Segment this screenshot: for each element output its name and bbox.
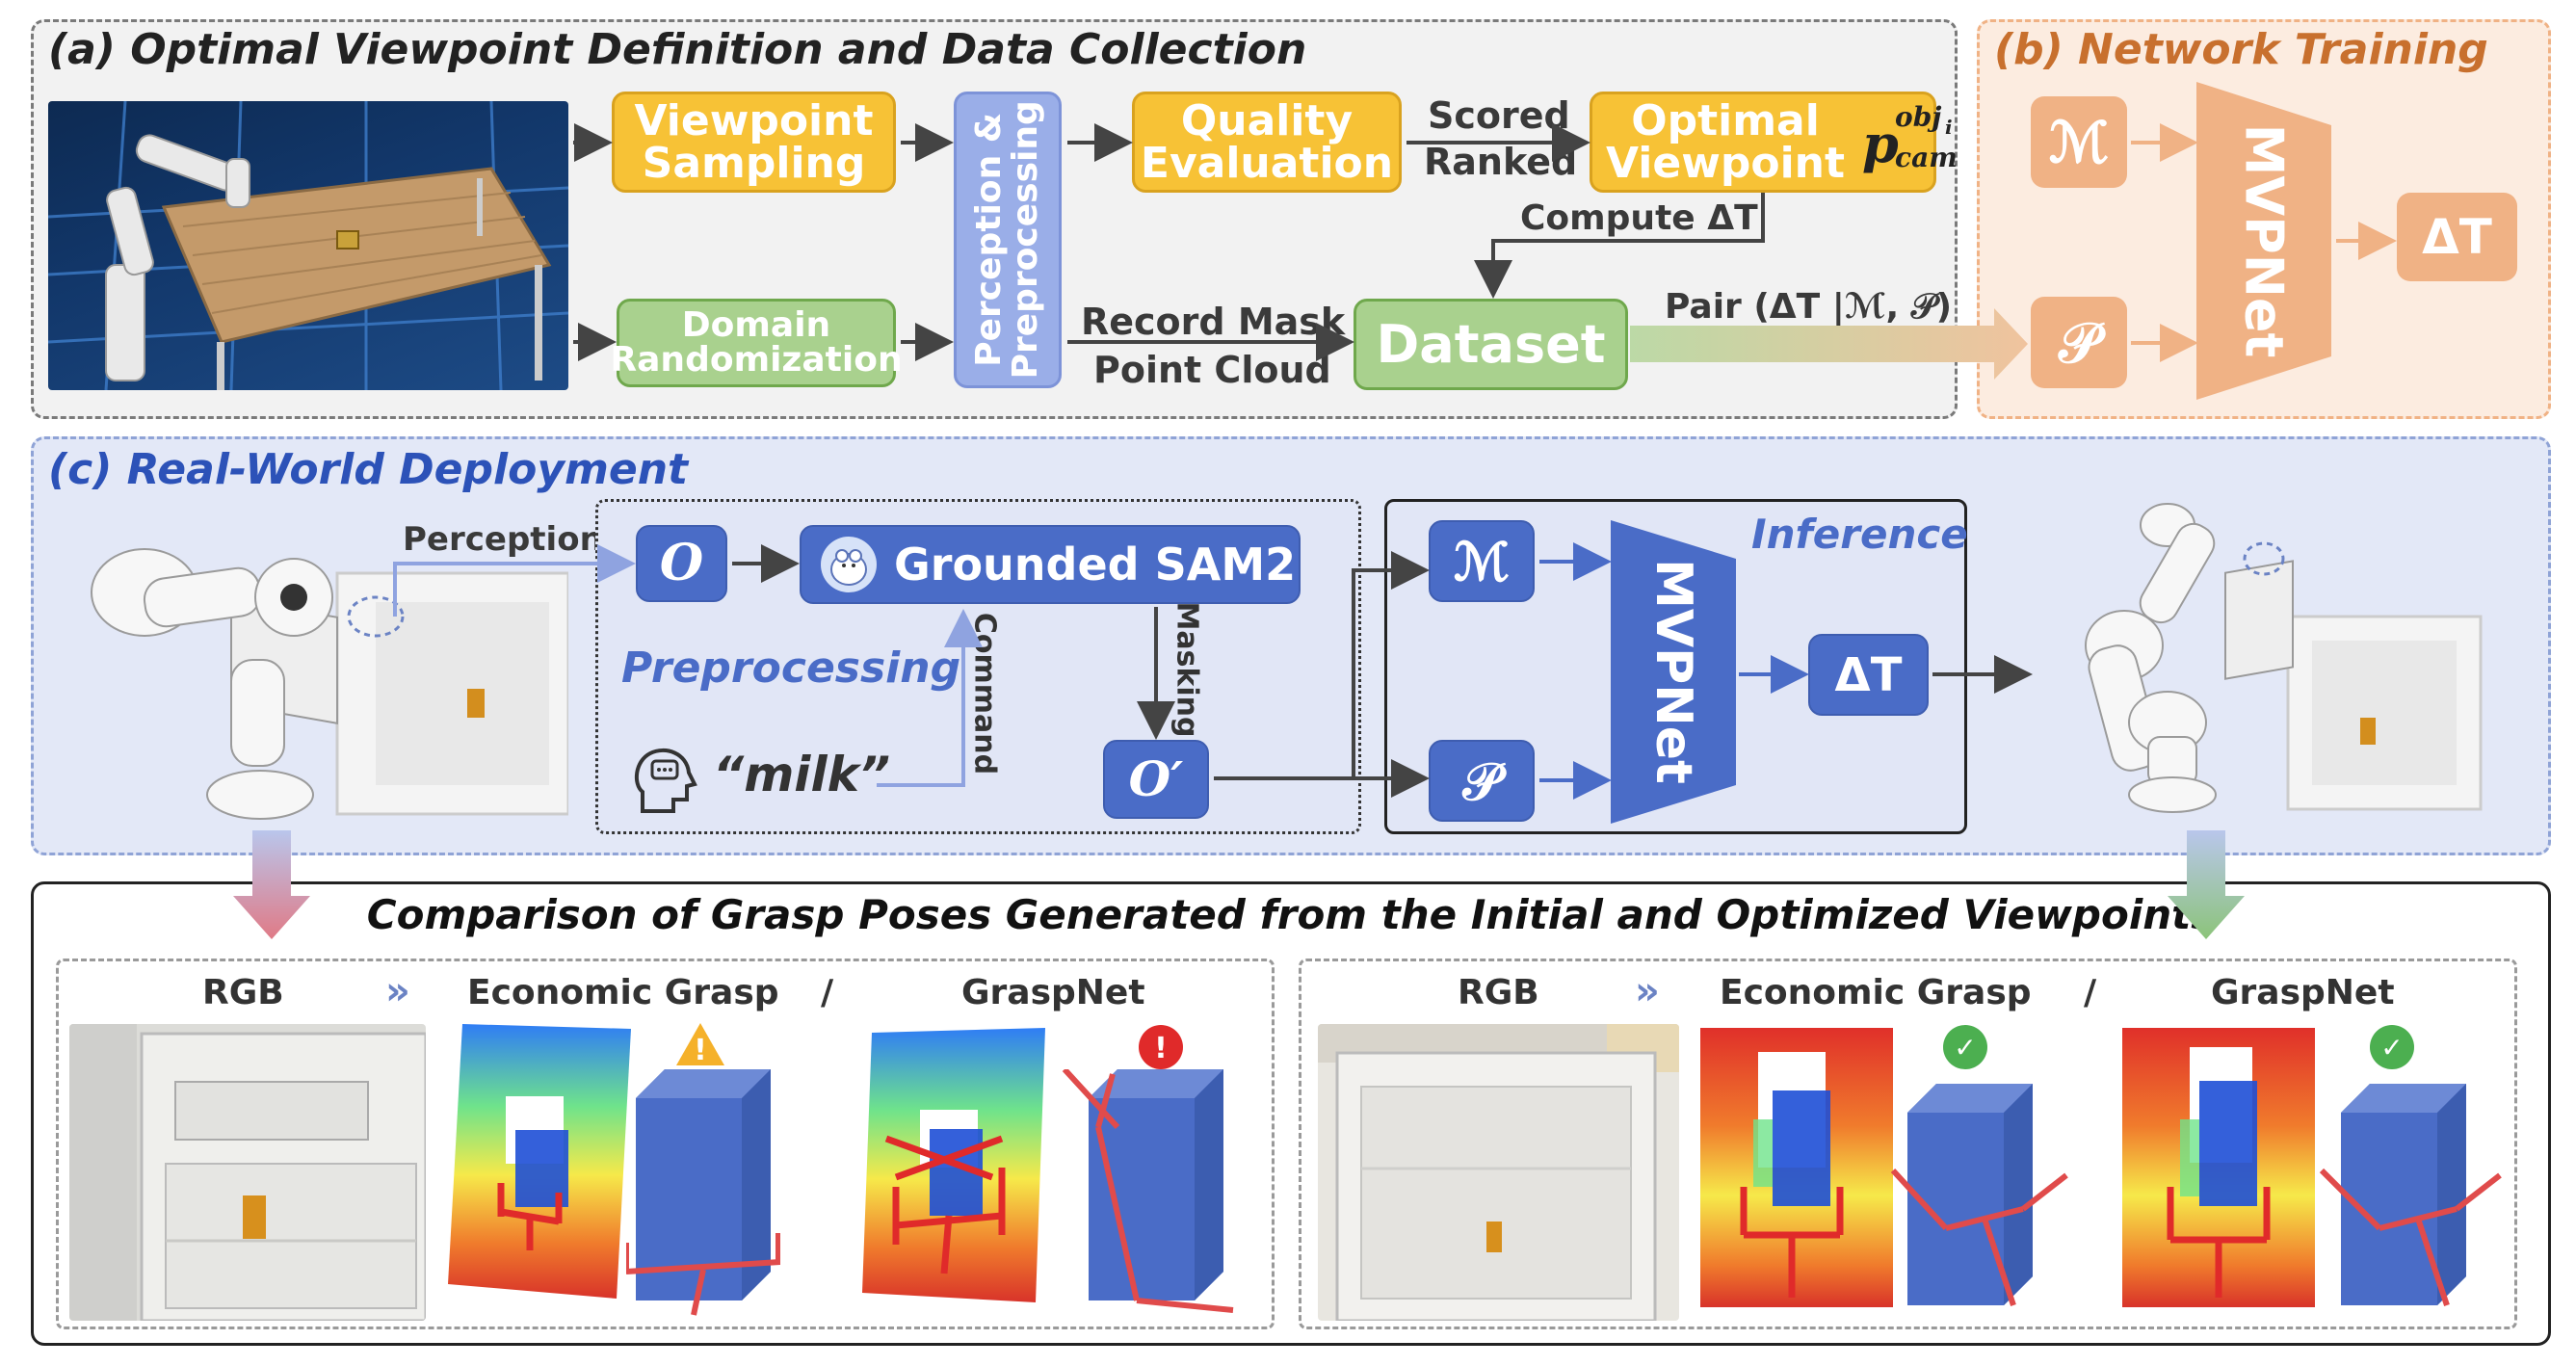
left-economic-grasp-label: Economic Grasp <box>467 973 779 1012</box>
panel-c-p-box: 𝒫 <box>1429 740 1535 822</box>
left-gn-depth-map <box>862 1028 1045 1302</box>
left-rgb-label: RGB <box>202 973 284 1012</box>
panel-b-output-box: ΔT <box>2397 193 2517 281</box>
person-speech-icon <box>631 744 698 813</box>
right-eg-depth-map <box>1700 1028 1893 1307</box>
left-gn-error-text: ! <box>1154 1032 1168 1065</box>
perception-line1: Perception & <box>969 113 1010 367</box>
polar-bear-icon <box>819 535 879 594</box>
panel-b-title: (b) Network Training <box>1994 25 2488 74</box>
optimal-line2: Viewpoint <box>1606 138 1846 188</box>
right-economic-grasp-label: Economic Grasp <box>1720 973 2032 1012</box>
viewpoint-sampling-line2: Sampling <box>642 138 866 188</box>
left-eg-grasp-cube <box>626 1069 780 1316</box>
masking-label: Masking <box>1170 601 1204 738</box>
right-separator: / <box>2084 973 2097 1012</box>
right-eg-check-icon: ✓ <box>1941 1023 1989 1071</box>
optimal-viewpoint-text: Optimal Viewpoint <box>1606 95 1846 188</box>
m-symbol: ℳ <box>2048 109 2110 175</box>
panel-c-output: ΔT <box>1834 647 1903 702</box>
left-separator: / <box>821 973 834 1012</box>
perception-line2: Preprocessing <box>1006 100 1046 380</box>
optimal-line1: Optimal <box>1631 95 1820 145</box>
left-graspnet-label: GraspNet <box>961 973 1145 1012</box>
right-rgb-label: RGB <box>1458 973 1539 1012</box>
o-box: O <box>636 525 727 602</box>
preprocessing-label: Preprocessing <box>621 644 961 693</box>
right-chevron-icon: » <box>1635 969 1660 1013</box>
perception-preprocessing-box: Perception & Preprocessing <box>954 92 1062 388</box>
left-rgb-image <box>69 1024 426 1321</box>
scored-label: Scored <box>1428 94 1570 137</box>
right-eg-check-text: ✓ <box>1954 1032 1976 1064</box>
p-letter: p <box>1862 112 1899 174</box>
real-robot-right-image <box>2033 501 2485 819</box>
panel-b-mvpnet-label: MVPNet <box>2233 123 2295 358</box>
left-gn-error-icon: ! <box>1137 1023 1185 1071</box>
perception-label: Perception <box>403 520 603 559</box>
panel-b-p-box: 𝒫 <box>2031 297 2127 388</box>
viewpoint-sampling-box: Viewpoint Sampling <box>612 92 896 193</box>
real-robot-left-image <box>87 535 568 824</box>
optimal-viewpoint-box: Optimal Viewpoint p obj i cam <box>1590 92 1958 193</box>
record-mask-label: Record Mask <box>1081 301 1346 343</box>
left-eg-warning-text: ! <box>694 1034 707 1067</box>
o-prime-symbol: O′ <box>1128 750 1184 807</box>
p-superscript-index: i <box>1945 115 1953 139</box>
domain-randomization-box: Domain Randomization <box>610 299 903 387</box>
left-gn-grasp-cube <box>1062 1069 1234 1313</box>
right-rgb-image <box>1318 1024 1679 1321</box>
right-gn-grasp-cube <box>2319 1084 2502 1306</box>
command-label: Command <box>967 612 1002 775</box>
comparison-initial <box>56 959 1275 1329</box>
quality-evaluation-line1: Quality <box>1180 95 1354 145</box>
dataset-box: Dataset <box>1354 299 1628 390</box>
dataset-label: Dataset <box>1376 313 1606 375</box>
panel-c-mvpnet-label: MVPNet <box>1644 559 1702 784</box>
panel-a-title: (a) Optimal Viewpoint Definition and Dat… <box>48 25 1307 74</box>
left-eg-depth-map <box>448 1024 631 1299</box>
panel-c-title: (c) Real-World Deployment <box>48 445 689 494</box>
grounded-sam-label: Grounded SAM2 <box>894 539 1297 591</box>
o-prime-box: O′ <box>1103 740 1209 819</box>
viewpoint-sampling-line1: Viewpoint <box>634 95 874 145</box>
p-obj-cam-symbol: p obj i cam <box>1862 103 1958 181</box>
right-graspnet-label: GraspNet <box>2211 973 2395 1012</box>
point-cloud-label: Point Cloud <box>1093 349 1331 391</box>
right-eg-grasp-cube <box>1890 1084 2068 1306</box>
perception-preprocessing-label: Perception & Preprocessing <box>969 100 1046 380</box>
grounded-sam-box: Grounded SAM2 <box>800 525 1301 604</box>
p-symbol: 𝒫 <box>2059 309 2099 376</box>
quality-evaluation-line2: Evaluation <box>1140 138 1394 188</box>
comparison-optimized <box>1299 959 2517 1329</box>
p-subscript: cam <box>1895 141 1958 173</box>
milk-command: “milk” <box>713 747 891 802</box>
domain-randomization-line1: Domain <box>681 305 831 345</box>
panel-c-output-box: ΔT <box>1808 634 1929 716</box>
right-gn-check-icon: ✓ <box>2368 1023 2416 1071</box>
left-eg-warning-icon: ! <box>674 1021 726 1067</box>
panel-c-m-box: ℳ <box>1429 520 1535 602</box>
ranked-label: Ranked <box>1424 141 1578 183</box>
left-chevron-icon: » <box>385 969 410 1013</box>
pair-label: Pair (ΔT |ℳ, 𝒫) <box>1665 287 1953 327</box>
panel-c-mvpnet-shape <box>1611 520 1736 824</box>
panel-b-m-box: ℳ <box>2031 96 2127 188</box>
panel-b-mvpnet-shape <box>2196 82 2331 400</box>
compute-dt-label: Compute ΔT <box>1520 198 1758 238</box>
panel-c-p-symbol: 𝒫 <box>1462 749 1501 812</box>
panel-d-title: Comparison of Grasp Poses Generated from… <box>366 891 2216 938</box>
simulation-scene-image <box>48 101 568 390</box>
o-symbol: O <box>659 534 704 592</box>
p-superscript: obj <box>1895 100 1942 133</box>
inference-label: Inference <box>1751 511 1968 558</box>
panel-b-output: ΔT <box>2422 209 2492 265</box>
right-gn-check-text: ✓ <box>2380 1032 2403 1064</box>
quality-evaluation-box: Quality Evaluation <box>1132 92 1402 193</box>
panel-c-m-symbol: ℳ <box>1454 530 1510 592</box>
right-gn-depth-map <box>2122 1028 2315 1307</box>
domain-randomization-line2: Randomization <box>610 340 903 380</box>
